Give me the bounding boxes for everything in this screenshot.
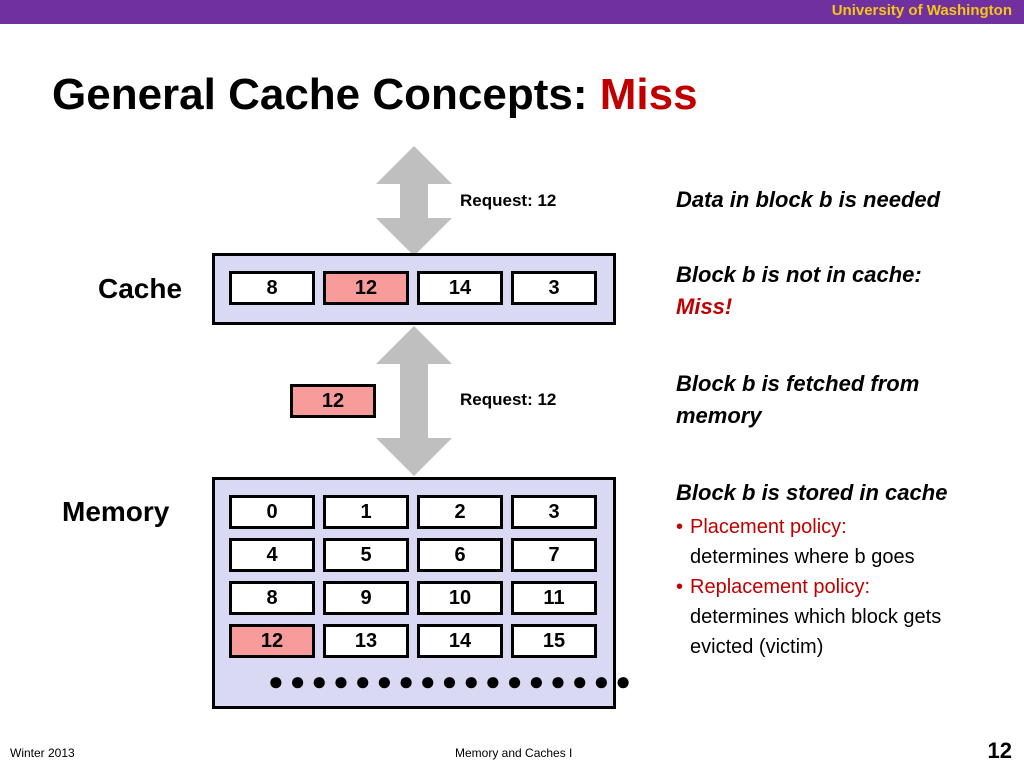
memory-ellipsis: ●●●●●●●●●●●●●●●●● [268,666,637,696]
memory-block: 3 [511,495,597,529]
memory-block: 2 [417,495,503,529]
memory-block: 9 [323,581,409,615]
request-label-middle: Request: 12 [460,390,557,409]
bullet-dot: • [676,576,684,598]
note-step2-miss: Miss! [676,294,733,319]
cache-block: 8 [229,271,315,305]
cache-block: 14 [417,271,503,305]
bullet-body: determines where b goes [690,546,915,568]
cache-label: Cache [98,273,183,304]
policy-bullets: • Placement policy: determines where b g… [676,512,996,662]
memory-block: 7 [511,538,597,572]
bullet-head: Placement policy: [690,516,847,538]
request-label-top: Request: 12 [460,191,557,210]
footer-topic: Memory and Caches I [455,746,573,760]
request-arrow-middle [376,326,452,476]
cache-block: 3 [511,271,597,305]
transfer-block: 12 [290,384,376,418]
memory-block: 14 [417,624,503,658]
bullet-placement: • Placement policy: determines where b g… [676,512,996,572]
memory-label: Memory [62,496,170,527]
memory-block: 11 [511,581,597,615]
title-main: General Cache Concepts: [52,70,600,119]
page-number: 12 [987,738,1012,763]
memory-block: 6 [417,538,503,572]
memory-block: 10 [417,581,503,615]
memory-block: 12 [229,624,315,658]
slide-title: General Cache Concepts: Miss [52,70,698,120]
university-name: University of Washington [831,2,1012,19]
memory-block: 0 [229,495,315,529]
note-step1: Data in block b is needed [676,187,941,212]
title-accent: Miss [599,70,698,119]
memory-block: 4 [229,538,315,572]
note-step4: Block b is stored in cache [676,480,948,505]
note-step2-line: Block b is not in cache: [676,262,922,287]
memory-block: 13 [323,624,409,658]
note-step2: Block b is not in cache: Miss! [676,259,922,323]
footer-term: Winter 2013 [10,746,75,760]
cache-block: 12 [323,271,409,305]
memory-block: 8 [229,581,315,615]
request-arrow-top [376,146,452,256]
memory-block: 15 [511,624,597,658]
bullet-head: Replacement policy: [690,576,871,598]
note-step3: Block b is fetched from memory [676,371,920,428]
bullet-dot: • [676,516,684,538]
memory-block: 1 [323,495,409,529]
memory-block: 5 [323,538,409,572]
bullet-replacement: • Replacement policy: determines which b… [676,572,996,662]
header-bar: University of Washington [0,0,1024,24]
bullet-body: determines which block gets evicted (vic… [690,606,942,658]
